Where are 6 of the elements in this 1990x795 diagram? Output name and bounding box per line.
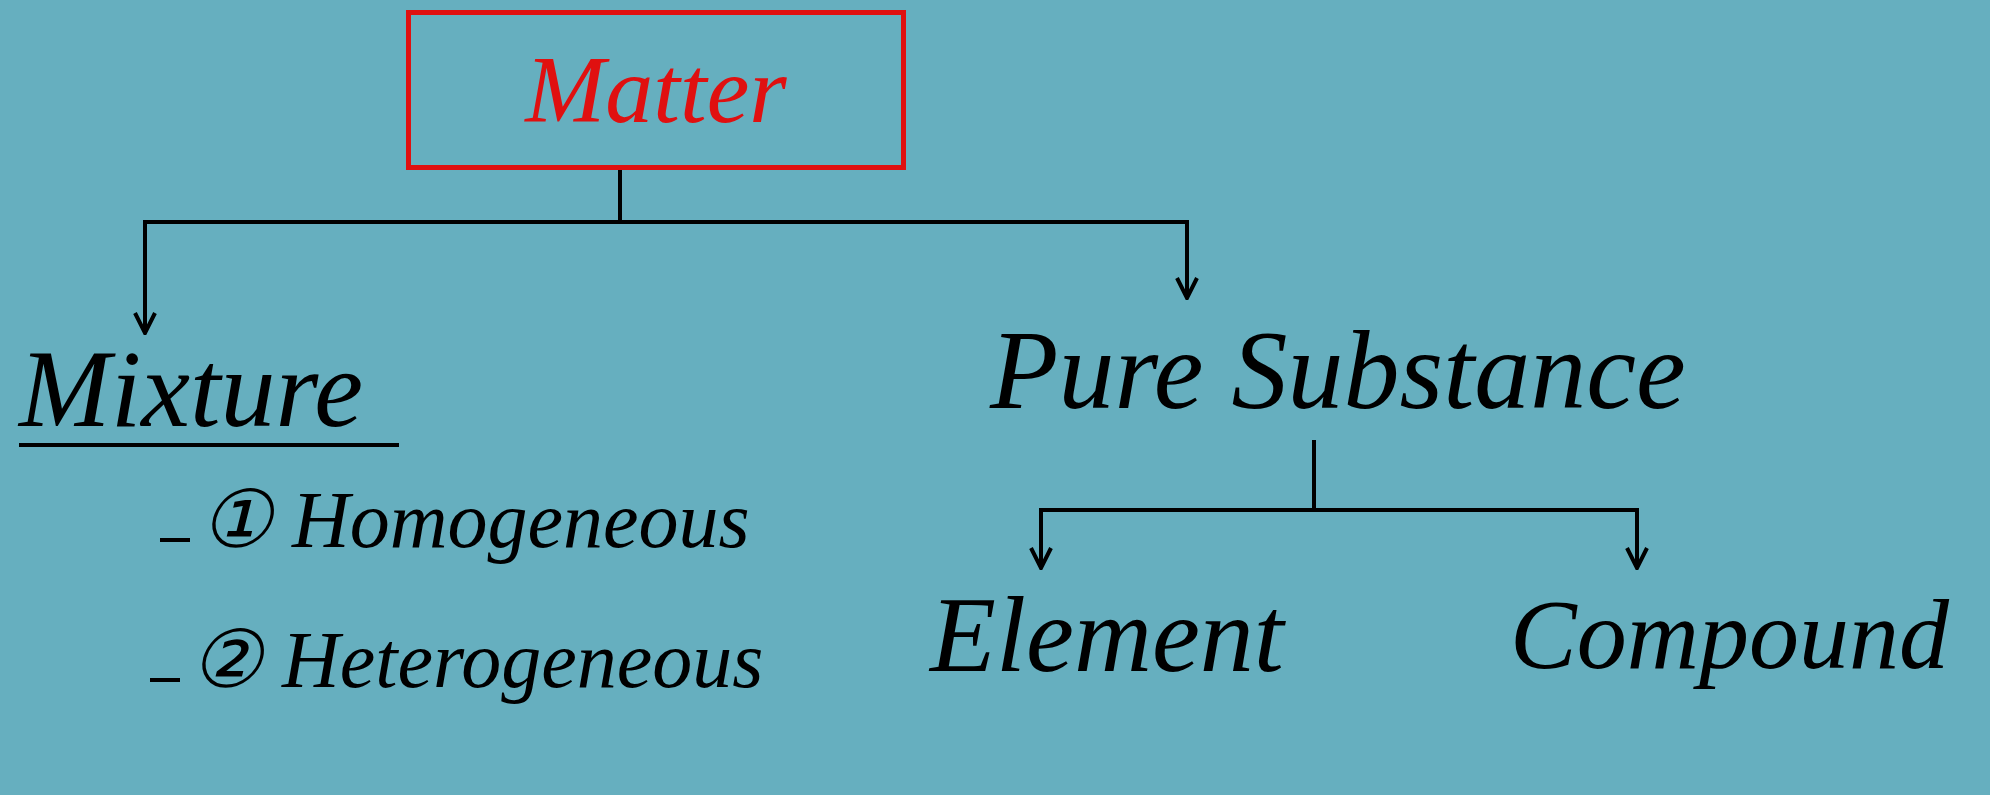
subcategory-text: Element — [930, 570, 1390, 700]
arrow — [618, 170, 1199, 300]
category-text: Mixture — [19, 335, 399, 447]
category-text: Pure Substance — [990, 300, 1870, 440]
title-box: Matter — [406, 10, 906, 170]
subcategory-text: Compound — [1510, 570, 1980, 700]
